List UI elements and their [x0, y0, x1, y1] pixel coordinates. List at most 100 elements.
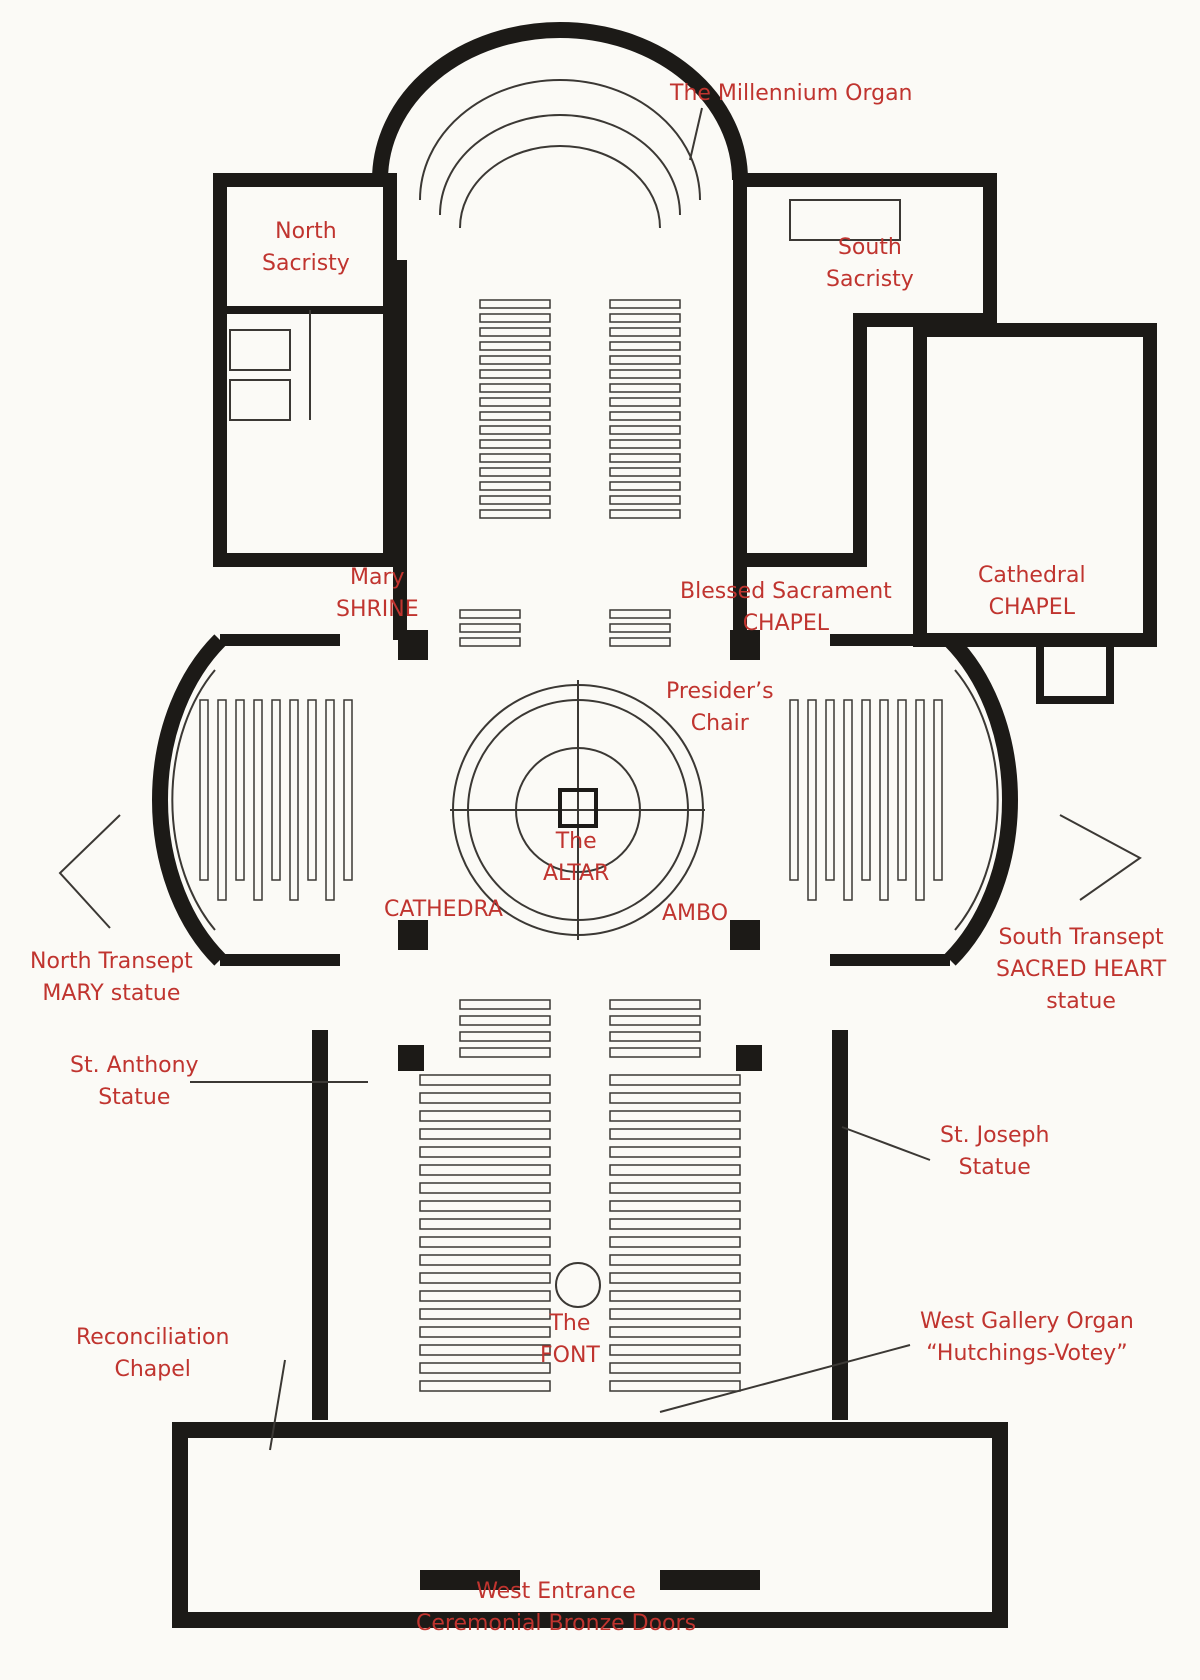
pew — [609, 397, 681, 407]
pew — [609, 1308, 741, 1320]
pew — [459, 637, 521, 647]
north-transept-wall — [152, 634, 226, 966]
pew — [609, 1074, 741, 1086]
label-cathedra: CATHEDRA — [384, 897, 503, 922]
pew — [609, 1236, 741, 1248]
pew — [609, 495, 681, 505]
pew — [419, 1218, 551, 1230]
pew — [479, 327, 551, 337]
pew — [609, 637, 671, 647]
pew — [609, 355, 681, 365]
label-west-gallery-organ: West Gallery Organ“Hutchings-Votey” — [920, 1309, 1134, 1366]
pew — [419, 1362, 551, 1374]
pew — [609, 369, 681, 379]
pew — [459, 1015, 551, 1026]
chapel-porch — [1036, 640, 1114, 704]
pew — [609, 1254, 741, 1266]
pew — [609, 1272, 741, 1284]
pew — [933, 699, 943, 881]
pillar — [398, 1045, 424, 1071]
pew — [609, 1344, 741, 1356]
pew — [609, 1290, 741, 1302]
pew — [609, 1031, 701, 1042]
font-basin — [555, 1262, 601, 1308]
pew — [419, 1326, 551, 1338]
pew — [479, 439, 551, 449]
west-gallery-organ-leader — [659, 1344, 911, 1413]
pillar — [398, 920, 428, 950]
pew — [609, 1164, 741, 1176]
apse-outer-wall — [372, 22, 748, 181]
pew — [609, 1015, 701, 1026]
label-millennium-organ: The Millennium Organ — [670, 81, 913, 106]
south-transept-wall — [944, 634, 1018, 966]
pew — [459, 609, 521, 619]
pew — [609, 467, 681, 477]
pew — [609, 327, 681, 337]
pew — [807, 699, 817, 901]
pew — [419, 1236, 551, 1248]
pillar — [736, 1045, 762, 1071]
pew — [419, 1110, 551, 1122]
pew — [459, 623, 521, 633]
pew — [479, 369, 551, 379]
pew — [459, 1047, 551, 1058]
pew — [419, 1092, 551, 1104]
pew — [459, 1031, 551, 1042]
pew — [789, 699, 799, 881]
pew — [609, 1362, 741, 1374]
pew — [479, 299, 551, 309]
north-closet — [229, 329, 291, 371]
altar-table — [558, 788, 598, 828]
pew — [609, 1092, 741, 1104]
pew — [419, 1128, 551, 1140]
pew — [419, 1146, 551, 1158]
pew — [199, 699, 209, 881]
pew — [419, 1344, 551, 1356]
millennium-organ-leader — [689, 107, 703, 161]
pew — [609, 1047, 701, 1058]
pew — [419, 1182, 551, 1194]
apse-inner-arc — [419, 79, 701, 201]
pew — [609, 299, 681, 309]
pew — [825, 699, 835, 881]
pew — [609, 341, 681, 351]
pillar — [730, 920, 760, 950]
apse-inner-arc-2 — [439, 114, 681, 216]
pew — [609, 1146, 741, 1158]
pew — [419, 1254, 551, 1266]
south-sacristy-counter — [789, 199, 901, 241]
pew — [479, 313, 551, 323]
st-joseph-leader — [841, 1126, 931, 1161]
pew — [609, 1200, 741, 1212]
pew — [609, 453, 681, 463]
pew — [419, 1074, 551, 1086]
west-front-wall — [172, 1422, 1008, 1628]
pew — [419, 1290, 551, 1302]
pew — [609, 1326, 741, 1338]
pew — [609, 999, 701, 1010]
north-transept-bracket — [58, 814, 121, 929]
pew — [609, 425, 681, 435]
pew — [609, 1182, 741, 1194]
pew — [915, 699, 925, 901]
pillar — [730, 630, 760, 660]
pew — [609, 1110, 741, 1122]
pew — [609, 1128, 741, 1140]
pew — [609, 1218, 741, 1230]
pew — [479, 425, 551, 435]
pew — [289, 699, 299, 901]
pew — [419, 1308, 551, 1320]
